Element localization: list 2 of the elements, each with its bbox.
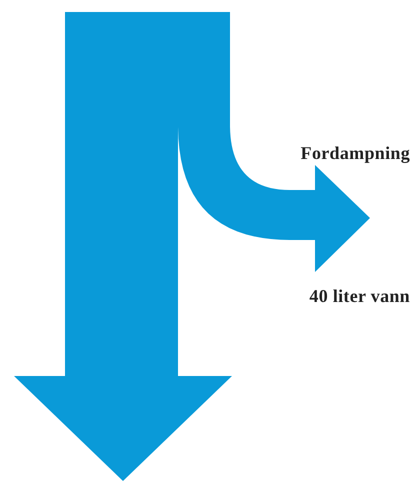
- flow-label: 40 liter vann: [309, 286, 410, 307]
- flow-label: Fordampning: [300, 143, 410, 164]
